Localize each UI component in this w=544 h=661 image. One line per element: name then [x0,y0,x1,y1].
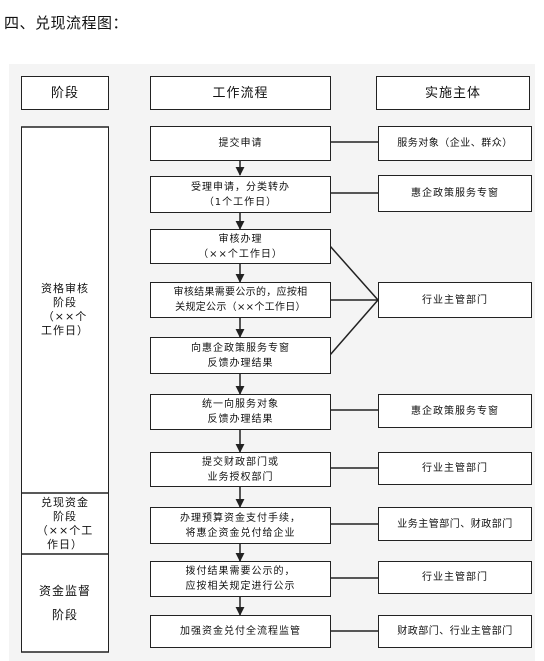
stage-line: 阶段 [51,608,78,622]
actor-label: 惠企政策服务专窗 [411,188,499,199]
step-feedback-to-applicant: 统一向服务对象 反馈办理结果 [150,394,331,430]
actor-label: 行业主管部门 [422,294,488,306]
actor-finance-and-industry: 财政部门、行业主管部门 [378,615,532,648]
step-line: 向惠企政策服务专窗 [191,342,290,354]
step-line: 业务授权部门 [207,471,274,483]
stage-line: 工作日） [41,324,89,337]
step-line: （1个工作日） [203,196,278,208]
step-line: 反馈办理结果 [207,357,274,369]
actor-connector [329,245,379,301]
header-process: 工作流程 [150,76,331,110]
actor-label: 财政部门、行业主管部门 [397,626,513,637]
actor-label: 行业主管部门 [422,463,488,474]
step-line: 提交财政部门或 [202,456,279,468]
stage-fund-supervision: 资金监督 阶段 [21,554,109,652]
header-process-label: 工作流程 [212,85,269,101]
stage-line: 资金监督 [38,584,91,598]
step-line: 统一向服务对象 [202,399,279,410]
step-line: 反馈办理结果 [207,414,274,425]
step-publicize-review-result: 审核结果需要公示的，应按相 关规定公示（××个工作日） [150,282,331,318]
step-line: 审核办理 [218,233,263,245]
stage-line: 资格审核 [41,282,89,295]
stage-line: （××个工 [36,523,94,537]
actor-label: 服务对象（企业、群众） [397,138,513,149]
actor-industry-department: 行业主管部门 [378,561,532,594]
actor-industry-department: 行业主管部门 [378,452,532,485]
stage-line: 阶段 [53,509,77,523]
step-line: 关规定公示（××个工作日） [175,302,306,313]
actor-label: 行业主管部门 [422,572,488,583]
step-line: （××个工作日） [198,248,283,260]
step-review: 审核办理 （××个工作日） [150,229,331,264]
step-supervise-payment: 加强资金兑付全流程监管 [150,615,331,648]
step-line: 应按相关规定进行公示 [185,581,296,592]
actor-label: 惠企政策服务专窗 [411,405,499,417]
step-line: 拨付结果需要公示的， [185,566,296,577]
stage-line: （××个 [42,310,88,323]
actor-label: 业务主管部门、财政部门 [397,518,513,530]
step-line: 将惠企资金兑付给企业 [185,527,296,539]
stage-fund-payment: 兑现资金 阶段 （××个工 作日） [21,493,109,554]
step-process-payment: 办理预算资金支付手续， 将惠企资金兑付给企业 [150,507,331,544]
header-stage-label: 阶段 [50,85,79,101]
step-submit-to-finance: 提交财政部门或 业务授权部门 [150,452,331,487]
step-feedback-to-window: 向惠企政策服务专窗 反馈办理结果 [150,337,331,374]
actor-connector [329,299,379,356]
step-line: 加强资金兑付全流程监管 [180,626,301,637]
actor-service-window: 惠企政策服务专窗 [378,394,532,428]
page-title: 四、兑现流程图： [4,14,129,32]
step-publicize-payment: 拨付结果需要公示的， 应按相关规定进行公示 [150,561,331,597]
step-line: 受理申请，分类转办 [191,181,290,193]
actor-business-and-finance: 业务主管部门、财政部门 [378,507,532,541]
stage-line: 作日） [47,537,83,551]
header-actor-label: 实施主体 [424,85,481,101]
header-actor: 实施主体 [376,76,530,110]
actor-service-window: 惠企政策服务专窗 [378,175,532,212]
actor-service-recipient: 服务对象（企业、群众） [378,126,532,161]
stage-line: 兑现资金 [41,495,89,509]
header-stage: 阶段 [21,76,109,110]
step-line: 办理预算资金支付手续， [180,512,301,524]
step-submit-application: 提交申请 [150,126,331,161]
stage-qualification-review: 资格审核 阶段 （××个 工作日） [21,127,109,493]
step-line: 审核结果需要公示的，应按相 [173,287,308,298]
step-accept-and-dispatch: 受理申请，分类转办 （1个工作日） [150,176,331,213]
stage-line: 阶段 [53,296,77,309]
step-line: 提交申请 [218,138,263,149]
actor-industry-department: 行业主管部门 [378,282,532,318]
